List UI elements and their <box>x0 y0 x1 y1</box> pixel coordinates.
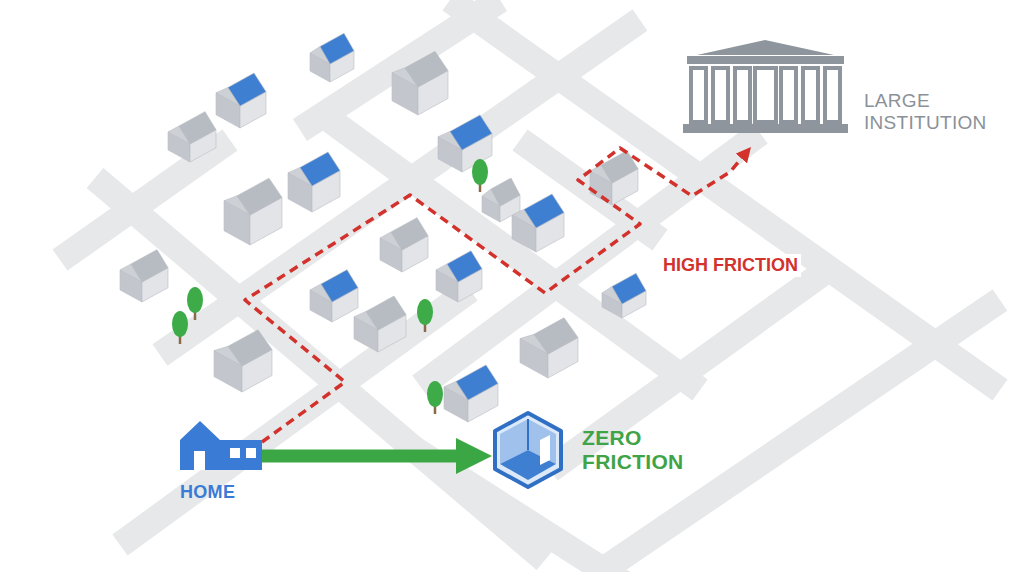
house <box>310 33 354 82</box>
destination-node: ZERO FRICTION <box>492 410 684 490</box>
house-roof <box>300 152 340 186</box>
home-node: HOME <box>180 418 262 502</box>
house-roof <box>228 73 266 106</box>
house <box>354 296 406 352</box>
house-roof <box>491 178 520 206</box>
house <box>224 178 282 245</box>
column <box>825 68 840 122</box>
house <box>120 250 168 302</box>
column <box>803 68 818 122</box>
house <box>392 51 448 115</box>
house-roof <box>524 194 564 228</box>
node-label: HOME <box>180 482 235 502</box>
pediment <box>697 40 834 55</box>
house <box>216 73 266 128</box>
street <box>60 140 230 260</box>
house-roof <box>450 115 492 150</box>
house-icon <box>180 421 262 470</box>
house-roof <box>612 273 646 304</box>
tree <box>417 299 433 332</box>
house-roof <box>131 250 168 282</box>
house <box>380 218 428 272</box>
tree <box>427 381 443 414</box>
cube-outline <box>495 413 561 487</box>
destination-node-icon <box>492 410 564 490</box>
institution-node: LARGE INSTITUTION <box>683 38 987 147</box>
house-roof <box>179 112 216 144</box>
house-roof <box>391 218 428 250</box>
house <box>444 365 498 422</box>
tree-crown <box>427 381 443 407</box>
street <box>330 120 700 390</box>
house-roof <box>534 318 578 354</box>
base <box>683 124 848 133</box>
house-roof <box>320 33 354 64</box>
door <box>194 451 205 470</box>
friction-path <box>245 148 744 442</box>
tree-crown <box>472 159 488 185</box>
tree-crown <box>417 299 433 325</box>
doorway <box>755 68 776 122</box>
house-roof <box>228 330 272 366</box>
direct-arrow <box>262 450 464 463</box>
house-roof <box>237 178 282 215</box>
house-roof <box>366 296 406 330</box>
column <box>781 68 796 122</box>
house-roof <box>456 365 498 400</box>
node-label: LARGE INSTITUTION <box>864 90 987 133</box>
home-node-icon <box>180 418 262 470</box>
tree <box>472 159 488 192</box>
column <box>713 68 728 122</box>
entablature <box>687 56 844 64</box>
street <box>600 300 1000 572</box>
tree-crown <box>172 311 188 337</box>
house-roof <box>321 270 358 302</box>
column <box>735 68 750 122</box>
column <box>691 68 706 122</box>
cube-edge <box>527 419 529 450</box>
house-roof <box>447 251 482 282</box>
house <box>288 152 340 212</box>
house <box>590 151 638 205</box>
house <box>482 178 520 222</box>
window <box>230 448 240 458</box>
house <box>168 112 216 162</box>
house <box>436 251 482 302</box>
institution-node-icon <box>683 38 848 133</box>
tree <box>172 311 188 344</box>
house <box>310 270 358 322</box>
edge-label: HIGH FRICTION <box>660 254 801 277</box>
tree <box>187 287 203 320</box>
house-roof <box>405 51 448 87</box>
tree-crown <box>187 287 203 313</box>
house-roof <box>601 151 638 183</box>
house <box>602 273 646 318</box>
node-label: ZERO FRICTION <box>582 426 684 473</box>
street <box>120 290 470 545</box>
window <box>246 448 256 458</box>
house <box>520 318 578 378</box>
room-door <box>540 435 550 465</box>
house <box>214 330 272 392</box>
